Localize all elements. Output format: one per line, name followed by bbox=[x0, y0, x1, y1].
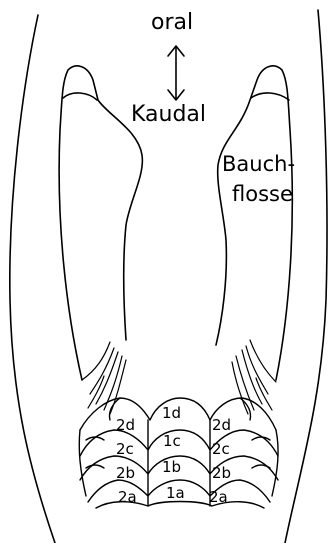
scale-label-center-1b: 1b bbox=[162, 460, 181, 475]
body-outline-left bbox=[10, 15, 55, 543]
scale-label-left-2b: 2b bbox=[116, 466, 135, 481]
label-oral: oral bbox=[151, 12, 193, 34]
scale-label-right-2b: 2b bbox=[212, 466, 231, 481]
body-outline-right bbox=[285, 10, 327, 543]
scale-label-center-1a: 1a bbox=[166, 486, 185, 501]
scale-label-center-1c: 1c bbox=[163, 434, 181, 449]
left-fin-tip bbox=[63, 93, 97, 100]
scale-label-right-2d: 2d bbox=[212, 418, 231, 433]
scale-label-right-2a: 2a bbox=[209, 490, 228, 505]
left-fin-rays bbox=[82, 342, 126, 414]
right-fin-outline bbox=[216, 66, 292, 380]
label-bauchflosse-line1: Bauch- bbox=[222, 154, 295, 175]
label-kaudal: Kaudal bbox=[131, 104, 206, 126]
scale-label-center-1d: 1d bbox=[162, 406, 181, 421]
scale-label-left-2c: 2c bbox=[116, 442, 134, 457]
scale-label-right-2c: 2c bbox=[212, 442, 230, 457]
right-fin-tip bbox=[251, 93, 289, 100]
scale-label-left-2a: 2a bbox=[118, 490, 137, 505]
left-fin-outline bbox=[59, 66, 142, 380]
scale-label-left-2d: 2d bbox=[116, 418, 135, 433]
label-bauchflosse-line2: flosse bbox=[232, 184, 293, 205]
